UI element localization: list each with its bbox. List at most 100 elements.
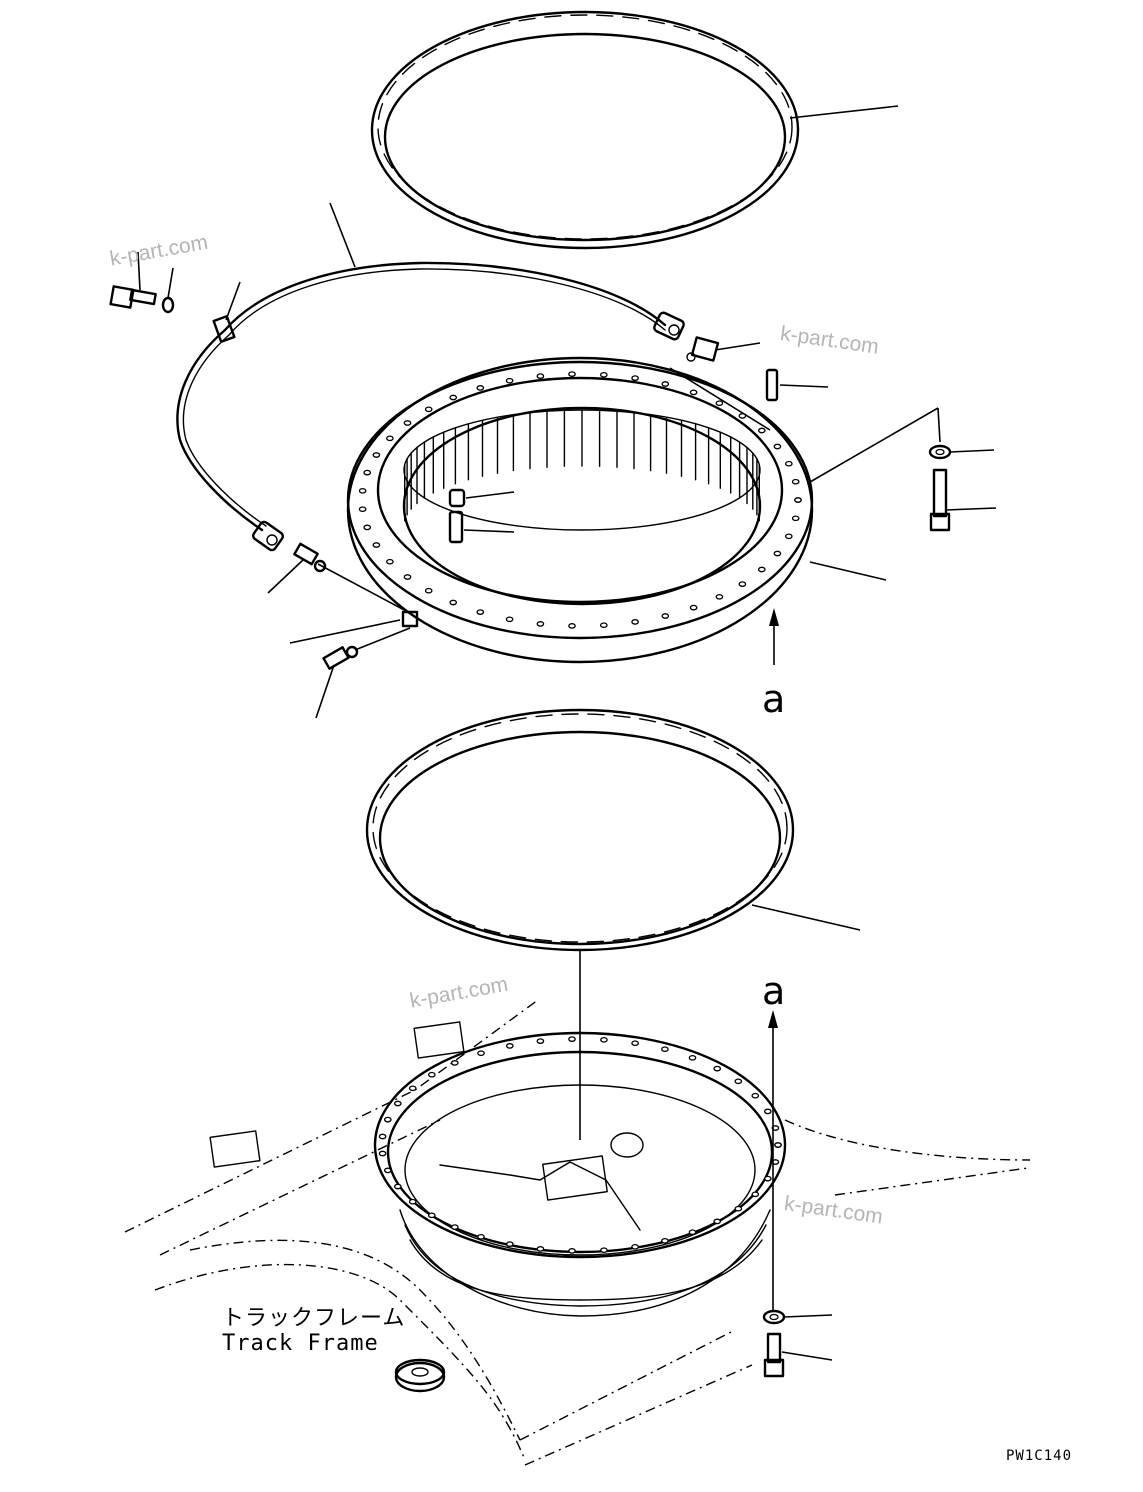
drawing-reference-code: PW1C140 — [1006, 1448, 1073, 1464]
mounting-bolt-lower — [763, 1332, 785, 1378]
bolt-hole — [427, 1212, 436, 1219]
frame-lug-left — [209, 1130, 261, 1168]
bolt-hole — [774, 1142, 782, 1148]
grease-adapter-block — [401, 610, 419, 628]
track-frame-label-en: Track Frame — [222, 1331, 379, 1357]
bolt-hole — [751, 1191, 760, 1198]
inner-pin — [448, 510, 464, 544]
bolt-hole — [661, 1046, 669, 1053]
bolt-hole — [791, 478, 800, 485]
mount-drain-hole — [610, 1132, 644, 1158]
bolt-hole — [600, 1036, 608, 1043]
leader-inner-plug — [465, 491, 515, 499]
bolt-hole — [738, 413, 747, 419]
bolt-hole — [661, 1237, 669, 1244]
bolt-hole — [734, 1078, 743, 1085]
view-reference-letter-upper: a — [762, 677, 786, 721]
mounting-bolt-upper — [929, 468, 951, 532]
dowel-pin — [765, 368, 779, 402]
swing-circle-bolt-holes — [358, 371, 802, 629]
bolt-hole — [450, 1224, 459, 1230]
bolt-hole — [386, 558, 394, 565]
bolt-hole — [427, 1071, 436, 1078]
track-frame-swing-mount — [373, 1031, 787, 1317]
bolt-hole — [568, 371, 576, 377]
bolt-hole — [386, 435, 394, 442]
harness-clip — [212, 315, 236, 343]
bolt-hole — [477, 1233, 485, 1240]
bolt-hole — [372, 452, 381, 458]
bolt-hole — [661, 613, 670, 619]
view-reference-letter-lower: a — [762, 969, 786, 1013]
bolt-hole — [505, 616, 514, 623]
leader-clip-washer — [167, 267, 174, 299]
harness-connector-upper — [653, 311, 685, 341]
sensor-block — [686, 336, 720, 362]
bolt-hole — [536, 621, 545, 627]
clip-bolt — [109, 285, 157, 309]
track-frame-label: トラックフレーム Track Frame — [222, 1306, 405, 1357]
leader-grease-fitting-lower — [315, 664, 335, 719]
bolt-hole — [631, 375, 639, 381]
bolt-hole — [536, 373, 545, 379]
track-frame-bolt-holes — [378, 1036, 782, 1254]
bolt-hole — [713, 1218, 722, 1225]
grease-fitting-upper — [293, 542, 327, 573]
bolt-hole — [568, 623, 576, 629]
bolt-hole — [476, 609, 485, 615]
clip-washer — [161, 296, 175, 314]
bolt-hole — [784, 533, 793, 540]
bolt-hole — [403, 574, 412, 580]
bolt-hole — [715, 400, 724, 407]
bolt-hole — [424, 406, 433, 413]
bolt-hole — [358, 487, 367, 494]
bolt-hole — [568, 1036, 576, 1042]
bolt-hole — [449, 394, 458, 401]
leader-sensor-block — [714, 342, 761, 351]
view-arrow-lower — [768, 1010, 778, 1310]
bolt-hole — [784, 460, 793, 467]
leader-lower-seal — [751, 904, 861, 931]
bolt-hole — [505, 377, 514, 384]
bolt-hole — [568, 1248, 576, 1254]
mount-center-plate — [542, 1155, 608, 1201]
bolt-hole — [763, 1175, 772, 1182]
bolt-hole — [383, 1167, 392, 1174]
bolt-hole — [450, 1060, 459, 1066]
leader-adapter-block — [289, 619, 401, 644]
view-arrow-upper — [769, 608, 779, 665]
leader-bolt-group-bracket — [937, 407, 941, 443]
leader-upper-seal — [789, 105, 899, 119]
bolt-hole — [378, 1150, 387, 1157]
bolt-hole — [631, 1040, 639, 1047]
bolt-hole — [751, 1092, 760, 1099]
bolt-hole — [794, 497, 802, 503]
leader-clip — [225, 281, 241, 321]
lower-seal-ring — [365, 708, 795, 952]
bolt-hole — [449, 599, 458, 606]
leader-grease-fitting-upper — [267, 559, 304, 594]
bolt-hole — [424, 587, 433, 594]
bolt-hole — [372, 542, 381, 548]
track-frame-outline — [124, 999, 1031, 1466]
sensor-harness — [176, 261, 685, 552]
bolt-hole — [631, 619, 639, 625]
bolt-hole — [477, 1050, 485, 1057]
bolt-hole — [715, 593, 724, 600]
leader-bolt-upper — [945, 507, 997, 511]
bolt-hole — [408, 1198, 417, 1205]
bolt-hole — [688, 1229, 697, 1236]
leader-lower-fitting-to-block — [354, 627, 411, 651]
bolt-hole — [363, 524, 372, 531]
harness-connector-lower — [251, 520, 285, 552]
bolt-hole — [689, 389, 698, 396]
bolt-hole — [408, 1085, 417, 1092]
bolt-hole — [757, 427, 766, 434]
bolt-hole — [631, 1243, 639, 1250]
bolt-hole — [363, 469, 372, 476]
bolt-hole — [505, 1043, 514, 1049]
bolt-hole — [383, 1116, 392, 1123]
bolt-hole — [536, 1246, 545, 1252]
leader-dowel-pin — [779, 384, 829, 388]
